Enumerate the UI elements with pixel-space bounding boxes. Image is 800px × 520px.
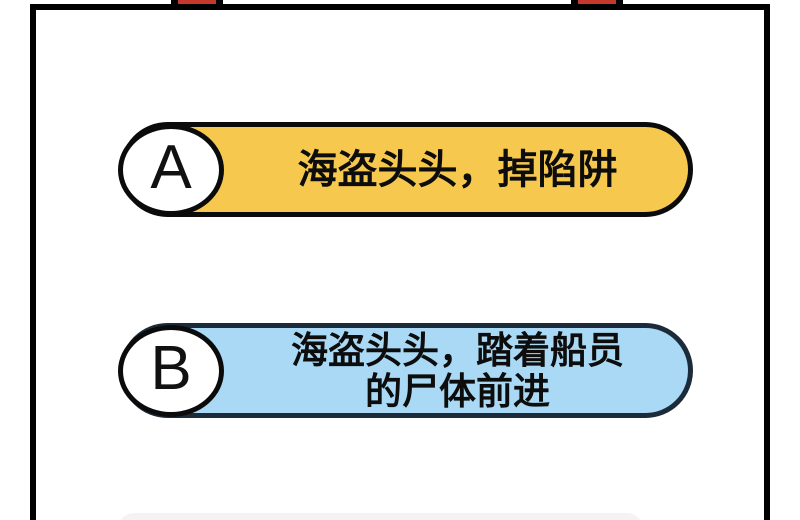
red-ribbon-fill — [178, 0, 216, 4]
choice-b-text: 海盗头头，踏着船员 的尸体前进 — [227, 330, 688, 412]
panel-frame — [30, 4, 770, 520]
choice-b-text-line1: 海盗头头，踏着船员 — [291, 329, 624, 371]
choice-a-text: 海盗头头，掉陷阱 — [227, 148, 688, 192]
choice-b-letter: B — [150, 333, 192, 403]
choice-a-letter: A — [150, 132, 192, 202]
red-ribbon-decoration-right — [571, 0, 623, 9]
next-choice-peek — [118, 513, 643, 520]
choice-a-text-line1: 海盗头头，掉陷阱 — [297, 147, 618, 192]
choice-a-badge: A — [118, 123, 224, 216]
choice-b-text-line2: 的尸体前进 — [365, 370, 550, 412]
choice-option-b[interactable]: B 海盗头头，踏着船员 的尸体前进 — [118, 323, 693, 418]
choice-option-a[interactable]: A 海盗头头，掉陷阱 — [118, 122, 693, 217]
red-ribbon-fill — [578, 0, 616, 4]
red-ribbon-decoration-left — [171, 0, 223, 9]
choice-b-badge: B — [118, 324, 224, 417]
